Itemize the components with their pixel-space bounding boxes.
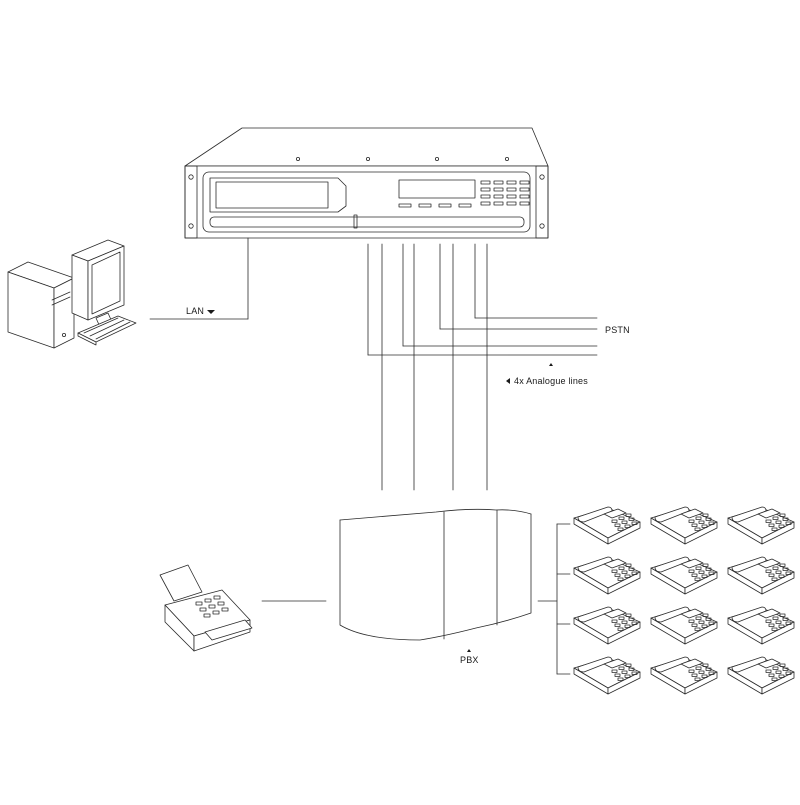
phone-bus (537, 523, 571, 675)
telephone-1-2 (650, 506, 718, 545)
analogue-lines-label: 4x Analogue lines (514, 376, 588, 386)
lan-connection (149, 237, 249, 320)
pbx-up-arrow-icon (467, 649, 471, 652)
telephone-2-1 (573, 556, 641, 595)
rack-keypad (480, 180, 530, 206)
telephone-2-3 (727, 556, 795, 595)
telephone-3-3 (727, 606, 795, 645)
telephone-grid (573, 506, 795, 695)
analogue-up-arrow-icon (549, 363, 553, 366)
lan-label: LAN (186, 306, 205, 316)
rack-gateway-device (184, 127, 549, 239)
telephone-1-3 (727, 506, 795, 545)
pbx-cabinet (339, 508, 532, 641)
fax-keypad (195, 595, 229, 618)
pstn-label: PSTN (605, 325, 630, 335)
computer-workstation (7, 239, 137, 349)
telephone-4-2 (650, 656, 718, 695)
telephone-4-3 (727, 656, 795, 695)
telephone-4-1 (573, 656, 641, 695)
analogue-left-arrow-icon (506, 378, 510, 384)
analogue-line-connections (367, 243, 598, 491)
telephone-1-1 (573, 506, 641, 545)
telephone-3-1 (573, 606, 641, 645)
fax-machine (159, 564, 253, 652)
telephone-3-2 (650, 606, 718, 645)
lan-down-arrow-icon (207, 310, 215, 314)
telephone-2-2 (650, 556, 718, 595)
pbx-label: PBX (460, 655, 479, 665)
